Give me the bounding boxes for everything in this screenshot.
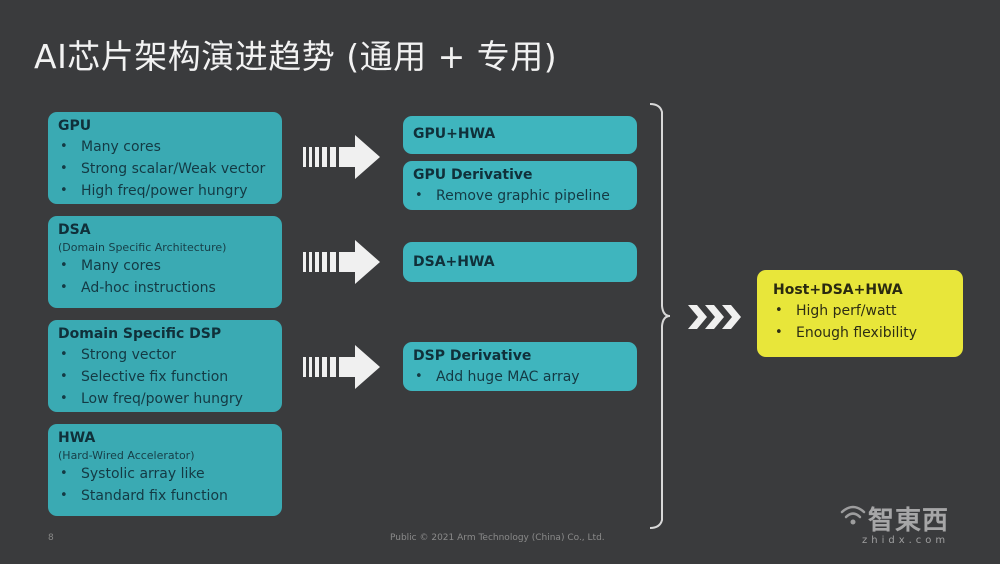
wifi-logo-icon xyxy=(840,505,866,525)
gpu-derivative-box: GPU Derivative Remove graphic pipeline xyxy=(403,161,637,210)
bullet-item: Many cores xyxy=(58,255,272,277)
bullet-list: Systolic array like Standard fix functio… xyxy=(58,463,272,507)
bullet-item: High perf/watt xyxy=(773,300,947,322)
gpu-box: GPU Many cores Strong scalar/Weak vector… xyxy=(48,112,282,204)
bullet-item: Enough flexibility xyxy=(773,322,947,344)
box-title: Host+DSA+HWA xyxy=(773,282,903,298)
bullet-item: Many cores xyxy=(58,136,272,158)
dsa-box: DSA (Domain Specific Architecture) Many … xyxy=(48,216,282,308)
bullet-list: Remove graphic pipeline xyxy=(413,185,627,207)
bullet-item: Systolic array like xyxy=(58,463,272,485)
dsa-hwa-box: DSA+HWA xyxy=(403,242,637,282)
box-subtitle: (Domain Specific Architecture) xyxy=(58,241,227,254)
watermark-domain: zhidx.com xyxy=(862,535,950,546)
bullet-item: Standard fix function xyxy=(58,485,272,507)
bullet-item: Strong scalar/Weak vector xyxy=(58,158,272,180)
box-title: DSA xyxy=(58,222,91,238)
gpu-hwa-box: GPU+HWA xyxy=(403,116,637,154)
bullet-item: High freq/power hungry xyxy=(58,180,272,202)
bullet-list: High perf/watt Enough flexibility xyxy=(773,300,947,344)
watermark-brand: 智東西 xyxy=(868,506,950,536)
bullet-list: Many cores Strong scalar/Weak vector Hig… xyxy=(58,136,272,202)
dsp-box: Domain Specific DSP Strong vector Select… xyxy=(48,320,282,412)
box-title: HWA xyxy=(58,430,96,446)
triple-chevron-icon xyxy=(688,305,741,329)
bullet-item: Low freq/power hungry xyxy=(58,388,272,410)
arrow-icon xyxy=(303,135,380,179)
box-title: GPU xyxy=(58,118,92,134)
box-title: GPU+HWA xyxy=(413,126,496,142)
result-box: Host+DSA+HWA High perf/watt Enough flexi… xyxy=(757,270,963,357)
copyright-text: Public © 2021 Arm Technology (China) Co.… xyxy=(390,533,605,543)
bullet-list: Add huge MAC array xyxy=(413,366,627,388)
bullet-item: Strong vector xyxy=(58,344,272,366)
box-subtitle: (Hard-Wired Accelerator) xyxy=(58,449,195,462)
arrow-icon xyxy=(303,240,380,284)
box-title: DSA+HWA xyxy=(413,254,495,270)
bullet-item: Ad-hoc instructions xyxy=(58,277,272,299)
slide-title: AI芯片架构演进趋势 (通用 + 专用) xyxy=(34,37,558,76)
bullet-item: Remove graphic pipeline xyxy=(413,185,627,207)
page-number: 8 xyxy=(48,533,54,543)
box-title: DSP Derivative xyxy=(413,348,532,364)
bullet-item: Add huge MAC array xyxy=(413,366,627,388)
bullet-item: Selective fix function xyxy=(58,366,272,388)
bullet-list: Many cores Ad-hoc instructions xyxy=(58,255,272,299)
box-title: GPU Derivative xyxy=(413,167,533,183)
hwa-box: HWA (Hard-Wired Accelerator) Systolic ar… xyxy=(48,424,282,516)
arrow-icon xyxy=(303,345,380,389)
box-title: Domain Specific DSP xyxy=(58,326,222,342)
right-brace xyxy=(650,103,671,529)
bullet-list: Strong vector Selective fix function Low… xyxy=(58,344,272,410)
dsp-derivative-box: DSP Derivative Add huge MAC array xyxy=(403,342,637,391)
